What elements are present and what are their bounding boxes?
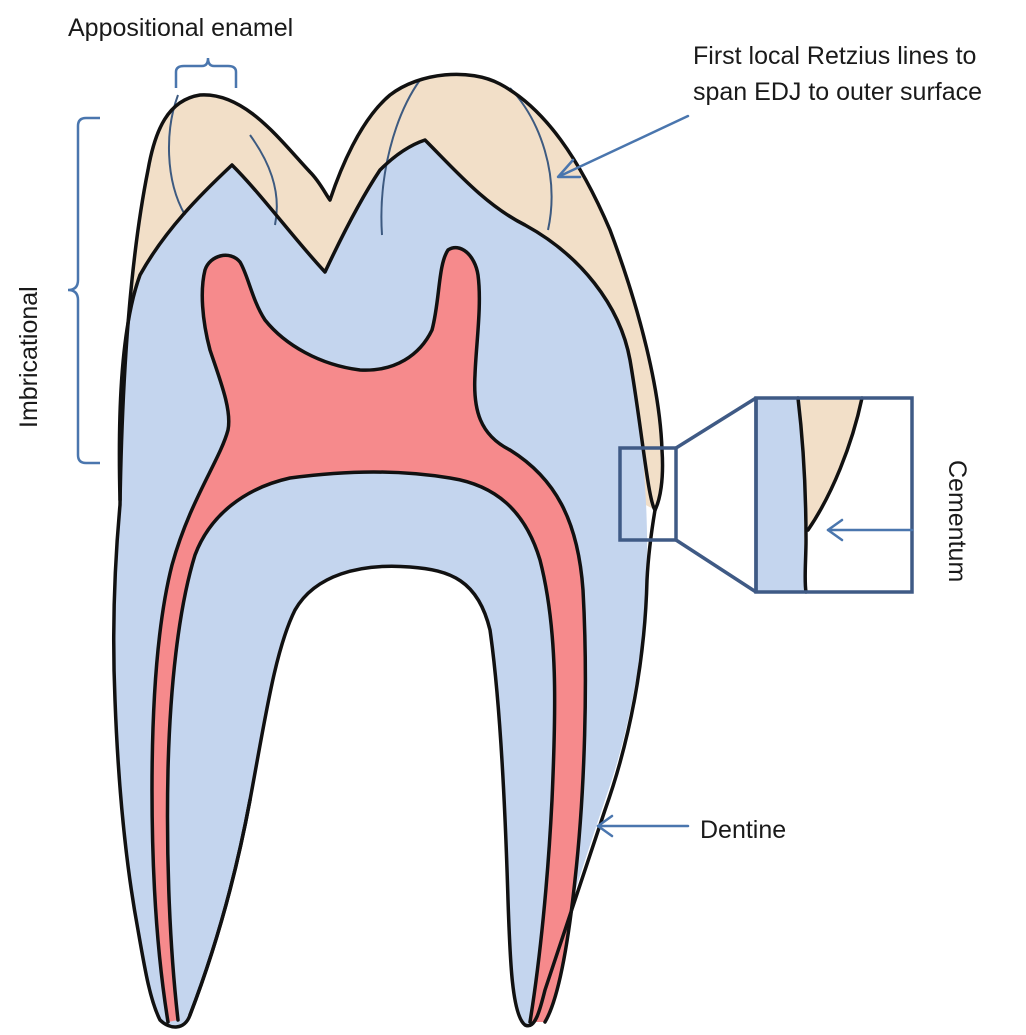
retzius-arrow xyxy=(558,116,688,177)
cementum-zoom-inset xyxy=(756,398,912,592)
retzius-label-line1: First local Retzius lines to xyxy=(693,42,976,70)
dentine-arrow xyxy=(598,816,688,836)
dentine-label: Dentine xyxy=(700,816,786,844)
imbricational-label: Imbricational xyxy=(15,286,43,428)
zoom-connector-top xyxy=(676,398,756,448)
zoom-connector-bottom xyxy=(676,540,756,592)
retzius-label-line2: span EDJ to outer surface xyxy=(693,78,982,106)
appositional-bracket xyxy=(176,58,236,88)
imbricational-bracket xyxy=(68,118,100,463)
cementum-label: Cementum xyxy=(943,460,971,582)
appositional-enamel-label: Appositional enamel xyxy=(68,14,293,42)
